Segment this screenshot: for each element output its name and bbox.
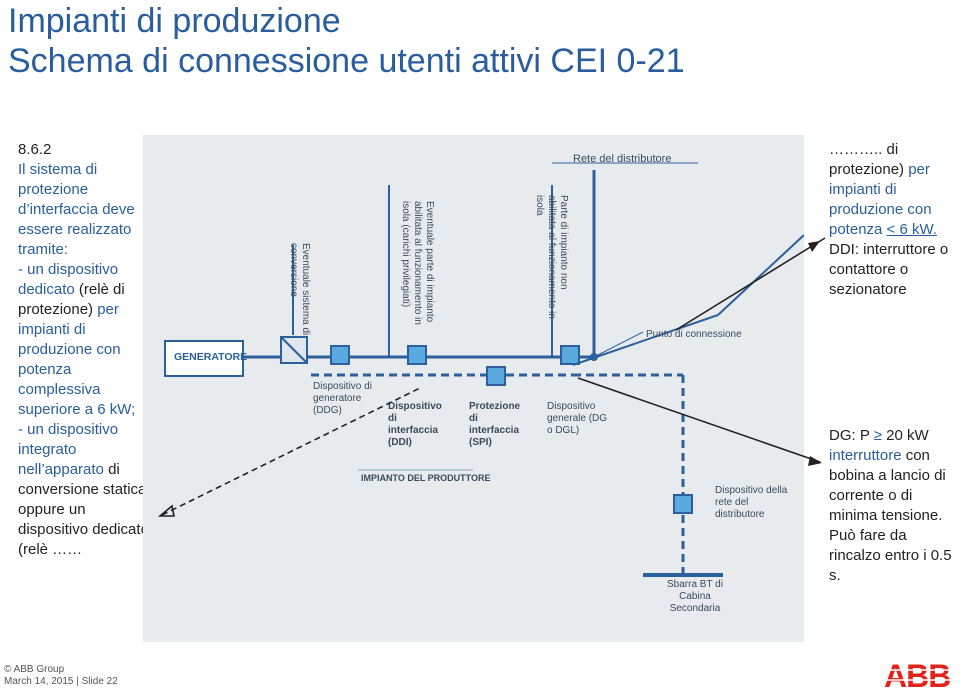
svg-text:ABB: ABB <box>884 660 950 690</box>
right-dots: ……….. <box>829 141 883 158</box>
label-impianto-produttore: IMPIANTO DEL PRODUTTORE <box>361 473 491 483</box>
label-ddg: Dispositivo di generatore (DDG) <box>313 381 372 416</box>
right-a: di protezione) <box>829 141 905 178</box>
section-number: 8.6.2 <box>18 141 52 158</box>
diagram-graphics <box>164 162 805 577</box>
abb-logo: ABB <box>884 658 956 694</box>
left-paragraph-3: - un dispositivo integrato nell’apparato… <box>18 420 158 560</box>
label-rete-distributore: Rete del distributore <box>573 153 672 165</box>
label-generatore: GENERATORE <box>174 351 248 363</box>
left-text-block: 8.6.2 Il sistema di protezione d’interfa… <box>18 140 158 560</box>
left-paragraph-2: - un dispositivo dedicato (relè di prote… <box>18 260 158 420</box>
label-spi: Protezione di interfaccia (SPI) <box>469 401 521 448</box>
dg-e: Può fare da rincalzo entro i 0.5 s. <box>829 527 952 584</box>
left-p2-a: - un dispositivo dedicato <box>18 261 119 298</box>
slide-title-line1: Impianti di produzione <box>8 2 341 40</box>
footer: © ABB Group March 14, 2015 | Slide 22 <box>4 664 118 688</box>
label-dg: Dispositivo generale (DG o DGL) <box>547 401 608 436</box>
left-paragraph-1: Il sistema di protezione d’interfaccia d… <box>18 161 135 258</box>
label-punto-connessione: Punto di connessione <box>646 329 742 340</box>
label-ddi: Dispositivo di interfaccia (DDI) <box>388 401 442 448</box>
abb-logo-graphic: ABB <box>884 658 956 694</box>
dg-b: 20 kW <box>881 427 929 444</box>
dg-d: con bobina a lancio di corrente o di min… <box>829 447 946 524</box>
right-text-block: ……….. di protezione) per impianti di pro… <box>829 140 957 300</box>
left-p3-a: - un dispositivo integrato nell’apparato <box>18 421 119 478</box>
connection-diagram: Rete del distributore GENERATORE Disposi… <box>143 135 805 642</box>
right-b: per impianti di produzione con potenza <box>829 161 932 238</box>
left-p3-b: di conversione statica oppure un disposi… <box>18 461 149 558</box>
right-d: DDI: interruttore o contattore o seziona… <box>829 241 949 298</box>
slide-title-line2: Schema di connessione utenti attivi CEI … <box>8 42 685 80</box>
dg-c: interruttore <box>829 447 902 464</box>
footer-date-slide: March 14, 2015 | Slide 22 <box>4 676 118 687</box>
dg-symbol: ≥ <box>873 427 882 444</box>
left-p2-c: per impianti di produzione con potenza c… <box>18 301 136 418</box>
label-dispositivo-distributore: Dispositivo della rete del distributore <box>715 485 788 520</box>
right-c: < 6 kW. <box>886 221 937 238</box>
label-sbarra-bt: Sbarra BT di Cabina Secondaria <box>667 579 723 614</box>
right-text-block-2: DG: P ≥ 20 kW interruttore con bobina a … <box>829 426 957 586</box>
footer-copyright: © ABB Group <box>4 664 65 675</box>
dg-a: DG: P <box>829 427 874 444</box>
left-p2-b: (relè di protezione) <box>18 281 125 318</box>
